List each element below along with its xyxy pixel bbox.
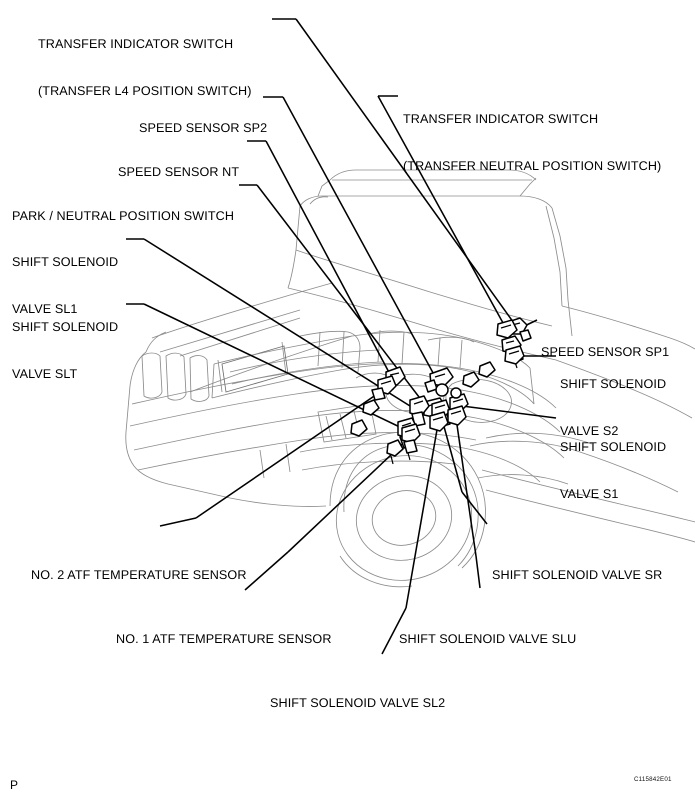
callout-line: SHIFT SOLENOID	[560, 440, 667, 454]
callout-shift-solenoid-valve-slt: SHIFT SOLENOID VALVE SLT	[12, 289, 118, 398]
callout-shift-solenoid-valve-sr: SHIFT SOLENOID VALVE SR	[492, 537, 662, 599]
callout-line: TRANSFER INDICATOR SWITCH	[38, 37, 234, 51]
callout-line: (TRANSFER NEUTRAL POSITION SWITCH)	[403, 158, 662, 173]
vehicle-hood-outline	[145, 282, 475, 393]
callout-no-2-atf-temperature-sensor: NO. 2 ATF TEMPERATURE SENSOR	[31, 537, 247, 599]
callout-line: VALVE SLT	[12, 366, 78, 381]
callout-line: NO. 1 ATF TEMPERATURE SENSOR	[116, 632, 332, 646]
callout-line: SHIFT SOLENOID VALVE SLU	[399, 632, 577, 646]
callout-shift-solenoid-valve-s1: SHIFT SOLENOID VALVE S1	[560, 409, 666, 518]
component-no1-atf-temp-sensor	[401, 423, 421, 461]
leader-shift-solenoid-s1	[461, 405, 557, 419]
callout-shift-solenoid-valve-sl1: SHIFT SOLENOID VALVE SL1	[12, 224, 118, 333]
callout-no-1-atf-temperature-sensor: NO. 1 ATF TEMPERATURE SENSOR	[116, 601, 332, 663]
callout-speed-sensor-nt: SPEED SENSOR NT	[118, 134, 239, 196]
callout-line: VALVE S1	[560, 486, 619, 501]
vehicle-front-fascia-outline	[125, 331, 565, 507]
callout-line: (TRANSFER L4 POSITION SWITCH)	[38, 83, 252, 98]
leader-no1-atf-temp-sensor	[244, 551, 289, 591]
component-shift-solenoid-slu	[447, 405, 467, 426]
callout-line: SPEED SENSOR SP1	[541, 345, 670, 359]
callout-transfer-indicator-switch-neutral: TRANSFER INDICATOR SWITCH (TRANSFER NEUT…	[403, 81, 661, 190]
callout-line: VALVE S2	[560, 423, 619, 438]
vehicle-body-side-outline	[329, 299, 695, 588]
callout-transfer-indicator-switch-l4: TRANSFER INDICATOR SWITCH (TRANSFER L4 P…	[38, 6, 252, 115]
leader-shift-solenoid-sr	[461, 491, 488, 525]
callout-shift-solenoid-valve-sl2: SHIFT SOLENOID VALVE SL2	[270, 665, 445, 727]
transmission-components	[350, 317, 532, 465]
leader-shift-solenoid-slu	[475, 555, 481, 589]
callout-line: NO. 2 ATF TEMPERATURE SENSOR	[31, 568, 247, 582]
leader-no2-atf-temp-sensor	[159, 517, 197, 527]
callout-shift-solenoid-valve-slu: SHIFT SOLENOID VALVE SLU	[399, 601, 576, 663]
callout-line: TRANSFER INDICATOR SWITCH	[403, 112, 599, 126]
component-shift-solenoid-sl2	[429, 411, 449, 432]
callout-line: VALVE SL1	[12, 301, 78, 316]
callout-shift-solenoid-valve-s2: SHIFT SOLENOID VALVE S2	[560, 346, 666, 455]
component-speed-sensor-sp1	[496, 319, 518, 339]
vehicle-illustration	[125, 169, 695, 588]
component-misc-hardware	[350, 361, 496, 465]
callout-line: SHIFT SOLENOID	[12, 320, 119, 334]
callout-park-neutral-position-switch: PARK / NEUTRAL POSITION SWITCH	[12, 178, 234, 240]
component-shift-solenoid-s2	[504, 345, 525, 365]
callout-line: PARK / NEUTRAL POSITION SWITCH	[12, 209, 235, 223]
callout-line: SPEED SENSOR SP2	[139, 121, 268, 135]
callout-line: SPEED SENSOR NT	[118, 165, 240, 179]
component-speed-sensor-sp2	[424, 367, 454, 393]
figure-code: C115842E01	[634, 776, 672, 783]
callout-line: SHIFT SOLENOID	[560, 377, 667, 391]
callout-line: SHIFT SOLENOID VALVE SR	[492, 568, 663, 582]
leader-shift-solenoid-sl2	[381, 607, 407, 655]
component-shift-solenoid-sl1	[409, 395, 430, 433]
callout-speed-sensor-sp1: SPEED SENSOR SP1	[541, 314, 669, 376]
callout-speed-sensor-sp2: SPEED SENSOR SP2	[139, 90, 267, 152]
callout-line: SHIFT SOLENOID VALVE SL2	[270, 696, 446, 710]
page-mark: P	[10, 778, 19, 792]
component-no2-atf-temp-sensor	[371, 375, 397, 401]
callout-line: SHIFT SOLENOID	[12, 255, 119, 269]
